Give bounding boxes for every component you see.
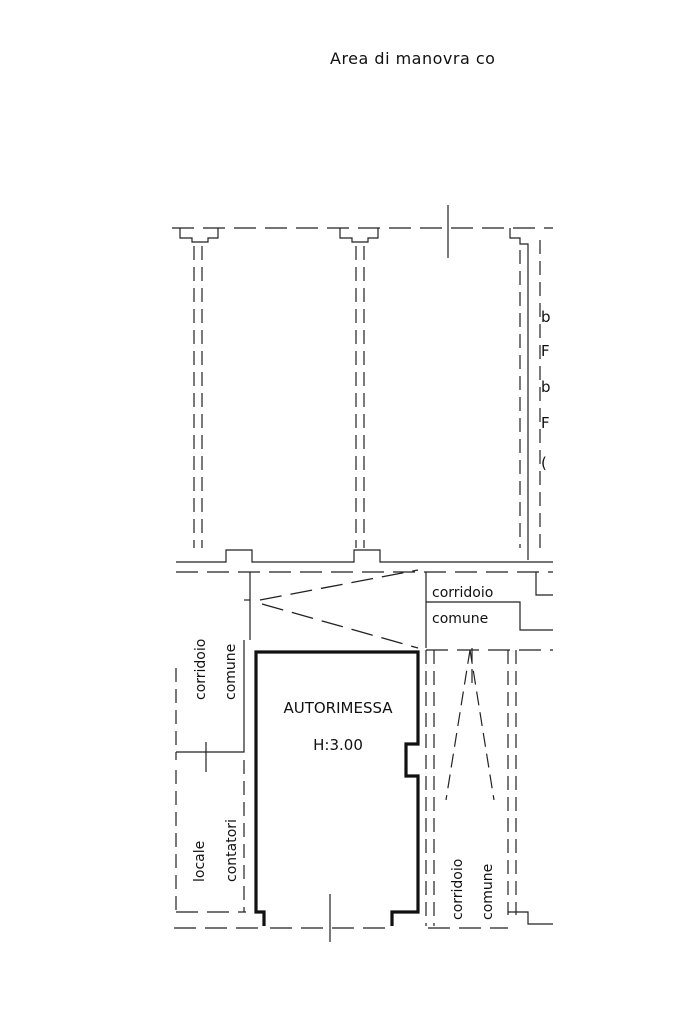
comune-right-label: comune: [480, 864, 496, 920]
contatori-label: contatori: [224, 819, 240, 882]
area-label: Area di manovra co: [330, 49, 495, 68]
left-rooms: corridoio comune locale contatori: [174, 639, 260, 929]
corridor-top: corridoio comune: [244, 569, 553, 651]
corridoio-right-label: corridoio: [450, 859, 466, 920]
svg-text:(: (: [541, 454, 547, 472]
comune-top-label: comune: [432, 611, 488, 627]
autorimessa-room: AUTORIMESSA H:3.00: [254, 650, 420, 942]
svg-text:b: b: [541, 378, 551, 396]
svg-text:F: F: [541, 342, 550, 360]
corridor-right: corridoio comune: [425, 648, 553, 929]
height-label: H:3.00: [313, 736, 363, 754]
svg-text:b: b: [541, 308, 551, 326]
comune-left-label: comune: [223, 644, 239, 700]
autorimessa-label: AUTORIMESSA: [283, 699, 393, 717]
corridoio-left-label: corridoio: [193, 639, 209, 700]
upper-structure: b F b F (: [172, 205, 553, 573]
locale-label: locale: [192, 841, 208, 882]
svg-text:F: F: [541, 414, 550, 432]
corridoio-top-label: corridoio: [432, 585, 493, 601]
